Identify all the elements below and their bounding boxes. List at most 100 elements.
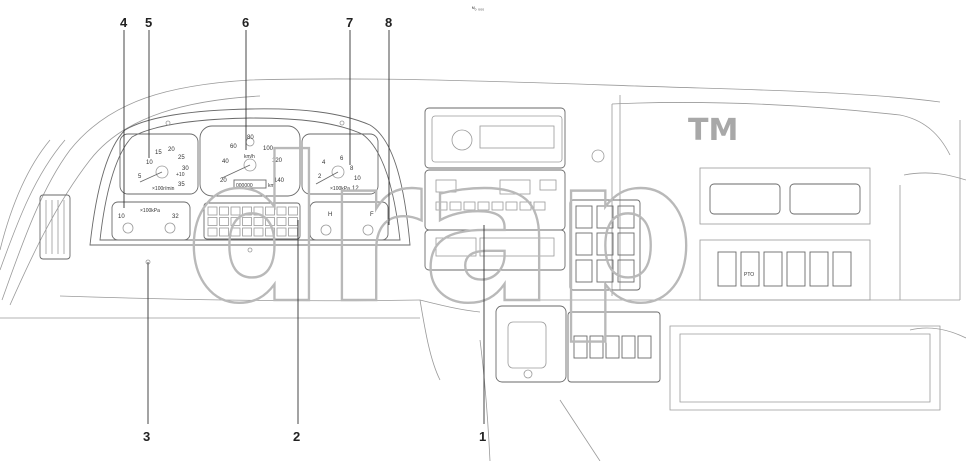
warning-light-icon [253,217,264,226]
press-tick-6: 6 [340,156,344,162]
callout-6: 6 [242,15,249,30]
warning-light-icon [276,227,287,237]
warning-light-icon [219,206,229,216]
warning-light-icon [230,206,241,216]
warning-light-icon [276,217,287,226]
tach-tick-5: 5 [138,174,142,180]
warning-light-icon [242,227,252,237]
tach-extra: +10 [176,172,185,178]
radio-preset-button [435,201,448,211]
radio-preset-button [505,201,518,211]
fuel-label-f: F [370,212,374,218]
warning-light-icon [265,206,275,216]
panel-switch [809,251,829,287]
warning-light-icon [219,217,229,226]
rocker-switch [575,205,593,229]
callout-8: 8 [385,15,392,30]
rocker-switch [575,259,593,283]
speedometer-gauge: 20 40 60 80 100 120 140 km/h 000000 km [199,125,301,197]
lower-rocker-switch [589,335,604,359]
press-tick-8: 8 [350,166,354,172]
panel-switch [832,251,852,287]
warning-light-icon [265,227,275,237]
warning-light-icon [288,206,298,216]
tach-tick-30: 30 [182,166,189,172]
speed-tick-120: 120 [272,158,283,164]
warning-light-icon [242,217,252,226]
lower-rocker-switch [621,335,636,359]
press-unit: ×100kPa [330,186,350,192]
tach-tick-15: 15 [155,150,162,156]
oil-gauge: ×100kPa 10 32 [111,201,191,241]
callout-2: 2 [293,429,300,444]
press-tick-4: 4 [322,160,326,166]
speed-tick-40: 40 [222,159,229,165]
tach-unit: ×100r/min [152,186,175,192]
callout-5: 5 [145,15,152,30]
speed-tick-80: 80 [247,135,254,141]
center-console [424,107,661,383]
callout-7: 7 [346,15,353,30]
lower-rocker-switch [573,335,588,359]
press-tick-2: 2 [318,174,322,180]
radio-preset-button [491,201,504,211]
panel-switch [717,251,737,287]
warning-light-icon [207,227,218,237]
rocker-switch [617,232,635,256]
radio-preset-button [519,201,532,211]
oil-tick-32: 32 [172,214,179,220]
speed-unit: km/h [244,154,255,160]
callout-4: 4 [120,15,128,30]
tach-tick-10: 10 [146,160,153,166]
lower-rocker-switch [605,335,620,359]
odometer: 000000 [236,183,253,189]
warning-light-icon [253,206,264,216]
warning-lights-panel [203,202,301,240]
top-mark: ᴹ₀ ₀₀₀ [472,6,484,12]
radio-preset-button [449,201,462,211]
warning-light-icon [265,217,275,226]
panel-switch [763,251,783,287]
warning-light-icon [253,227,264,237]
callout-3: 3 [143,429,150,444]
rocker-switch [575,232,593,256]
rocker-switch [596,232,614,256]
panel-switch [740,251,760,287]
warning-light-icon [207,217,218,226]
speed-tick-20: 20 [220,178,227,184]
oil-tick-10: 10 [118,214,125,220]
watermark: drap TM [184,113,739,349]
odometer-unit: km [268,183,275,189]
tach-tick-25: 25 [178,155,185,161]
radio-preset-button [463,201,476,211]
rocker-switch [617,259,635,283]
lower-rocker-switch [637,335,652,359]
press-tick-10: 10 [354,176,361,182]
dashboard-outline [0,78,966,462]
oil-label: ×100kPa [140,208,160,214]
tach-tick-20: 20 [168,147,175,153]
watermark-text: drap [185,115,695,348]
pto-label: PTO [744,272,754,278]
warning-light-icon [242,206,252,216]
fuel-gauge: H F [309,201,389,241]
warning-light-icon [288,217,298,226]
warning-light-icon [230,217,241,226]
tachometer-gauge: 5 10 15 20 25 30 35 +10 ×100r/min [119,133,199,195]
radio-preset-button [477,201,490,211]
warning-light-icon [207,206,218,216]
panel-switch [786,251,806,287]
warning-light-icon [276,206,287,216]
speed-tick-100: 100 [263,146,274,152]
pressure-gauge: 2 4 6 8 10 12 ×100kPa [301,133,379,195]
rocker-switch [596,205,614,229]
watermark-tm: TM [688,113,738,148]
radio-preset-button [533,201,546,211]
callout-1: 1 [479,429,486,444]
warning-light-icon [230,227,241,237]
warning-light-icon [288,227,298,237]
press-tick-12: 12 [352,186,359,192]
speed-tick-60: 60 [230,144,237,150]
